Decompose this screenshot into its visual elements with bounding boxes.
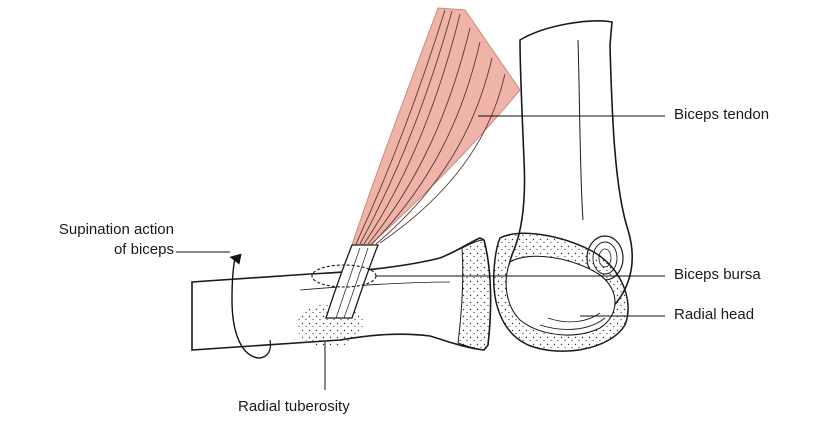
label-radial-head: Radial head — [674, 306, 754, 324]
label-supination-line2: of biceps — [6, 241, 174, 259]
label-supination-line1: Supination action — [6, 221, 174, 239]
label-biceps-tendon: Biceps tendon — [674, 106, 769, 124]
biceps-muscle — [352, 8, 520, 245]
label-biceps-bursa: Biceps bursa — [674, 266, 761, 284]
label-radial-tuberosity: Radial tuberosity — [238, 398, 350, 416]
